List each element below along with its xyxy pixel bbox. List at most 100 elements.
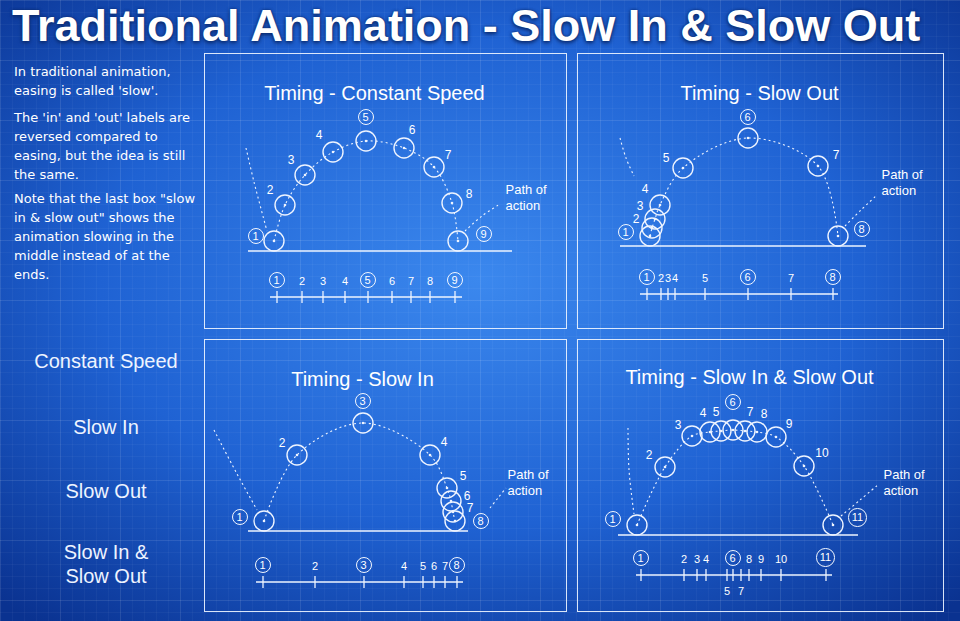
- timing-chart-number: 8: [427, 275, 433, 287]
- frame-number: 3: [288, 154, 295, 166]
- timing-illustration: [620, 128, 877, 300]
- key-frame-number: 8: [858, 223, 864, 235]
- timing-tick: [262, 576, 263, 588]
- ball-drawing: [682, 426, 702, 446]
- frame-number: 8: [466, 188, 473, 200]
- ball-centre: [654, 218, 657, 221]
- ball-drawing: [448, 231, 468, 251]
- key-frame-number: 6: [744, 111, 750, 123]
- timing-chart-number: 2: [312, 560, 318, 572]
- timing-tick: [410, 291, 411, 303]
- circled-number: 5: [360, 272, 376, 288]
- frame-number: 9: [786, 418, 793, 430]
- timing-tick: [696, 569, 697, 581]
- timing-tick: [683, 569, 684, 581]
- circled-number: 1: [605, 511, 621, 527]
- circled-number: 1: [232, 509, 248, 525]
- key-frame-number: 5: [364, 274, 370, 286]
- circled-number: 1: [269, 272, 285, 288]
- timing-chart-line: [256, 581, 463, 582]
- ball-centre: [756, 431, 759, 434]
- timing-tick: [674, 288, 675, 300]
- timing-chart-number: 7: [408, 275, 414, 287]
- path-label: Path of action: [508, 467, 562, 499]
- ball-illustration: [214, 128, 879, 588]
- timing-chart-number: 4: [401, 560, 407, 572]
- circled-number: 8: [854, 221, 870, 237]
- ball-centre: [452, 511, 455, 514]
- frame-number: 2: [279, 437, 286, 449]
- key-frame-number: 5: [362, 111, 368, 123]
- ball-drawing: [673, 158, 693, 178]
- ball-drawing: [442, 193, 462, 213]
- timing-illustration: [214, 413, 506, 588]
- ball-centre: [747, 137, 750, 140]
- key-frame-number: 1: [609, 513, 615, 525]
- circled-number: 1: [633, 550, 649, 566]
- ball-drawing: [650, 195, 670, 215]
- timing-panel: Timing - Slow OutPath of action168168: [577, 53, 944, 329]
- ball-centre: [649, 235, 652, 238]
- circled-number: 3: [355, 393, 371, 409]
- frame-number: 2: [267, 184, 274, 196]
- ball-centre: [454, 520, 457, 523]
- ball-drawing: [424, 157, 444, 177]
- ball-centre: [273, 240, 276, 243]
- timing-chart-line: [640, 293, 838, 294]
- ball-centre: [362, 422, 365, 425]
- circled-number: 1: [255, 557, 271, 573]
- ball-centre: [457, 240, 460, 243]
- circled-number: 6: [740, 269, 756, 285]
- timing-tick: [433, 576, 434, 588]
- circled-number: 1: [618, 224, 634, 240]
- timing-chart-line: [270, 296, 462, 297]
- ball-centre: [451, 202, 454, 205]
- ball-centre: [691, 435, 694, 438]
- timing-tick: [640, 569, 641, 581]
- ball-drawing: [823, 515, 843, 535]
- panel-heading: Timing - Constant Speed: [264, 82, 484, 104]
- ball-drawing: [700, 422, 720, 442]
- key-frame-number: 1: [252, 230, 258, 242]
- timing-chart-number: 5: [702, 272, 708, 284]
- frame-number: 4: [316, 129, 323, 141]
- timing-chart-number: 8: [746, 553, 752, 565]
- ball-drawing: [420, 445, 440, 465]
- path-label: Path of action: [882, 167, 936, 199]
- path-label: Path of action: [884, 467, 938, 499]
- ball-centre: [446, 487, 449, 490]
- path-of-action-tail: [465, 204, 500, 231]
- timing-tick: [760, 569, 761, 581]
- circled-number: 6: [725, 550, 741, 566]
- panel-heading: Timing - Slow In & Slow Out: [625, 366, 873, 388]
- key-frame-number: 6: [744, 271, 750, 283]
- timing-tick: [704, 288, 705, 300]
- timing-chart-number: 2: [299, 275, 305, 287]
- timing-panel: Timing - Slow InPath of action138138: [204, 339, 567, 612]
- circled-number: 3: [356, 557, 372, 573]
- timing-tick: [732, 569, 733, 581]
- circled-number: 8: [449, 557, 465, 573]
- timing-tick: [301, 291, 302, 303]
- key-frame-number: 11: [852, 511, 863, 523]
- ball-drawing: [394, 138, 414, 158]
- ball-centre: [450, 500, 453, 503]
- frame-number: 4: [441, 436, 448, 448]
- timing-chart-number: 7: [442, 560, 448, 572]
- timing-tick: [454, 291, 455, 303]
- ball-drawing: [766, 427, 786, 447]
- timing-chart-number: 10: [775, 553, 787, 565]
- frame-number: 7: [747, 406, 754, 418]
- timing-panel: Timing - Constant SpeedPath of action159…: [204, 53, 567, 329]
- key-frame-number: 6: [729, 552, 735, 564]
- key-frame-number: 8: [477, 515, 483, 527]
- ball-drawing: [295, 165, 315, 185]
- key-frame-number: 1: [236, 511, 242, 523]
- ball-centre: [803, 465, 806, 468]
- ball-drawing: [323, 142, 343, 162]
- ball-drawing: [356, 131, 376, 151]
- circled-number: 6: [725, 394, 741, 410]
- path-of-action-tail: [841, 484, 879, 516]
